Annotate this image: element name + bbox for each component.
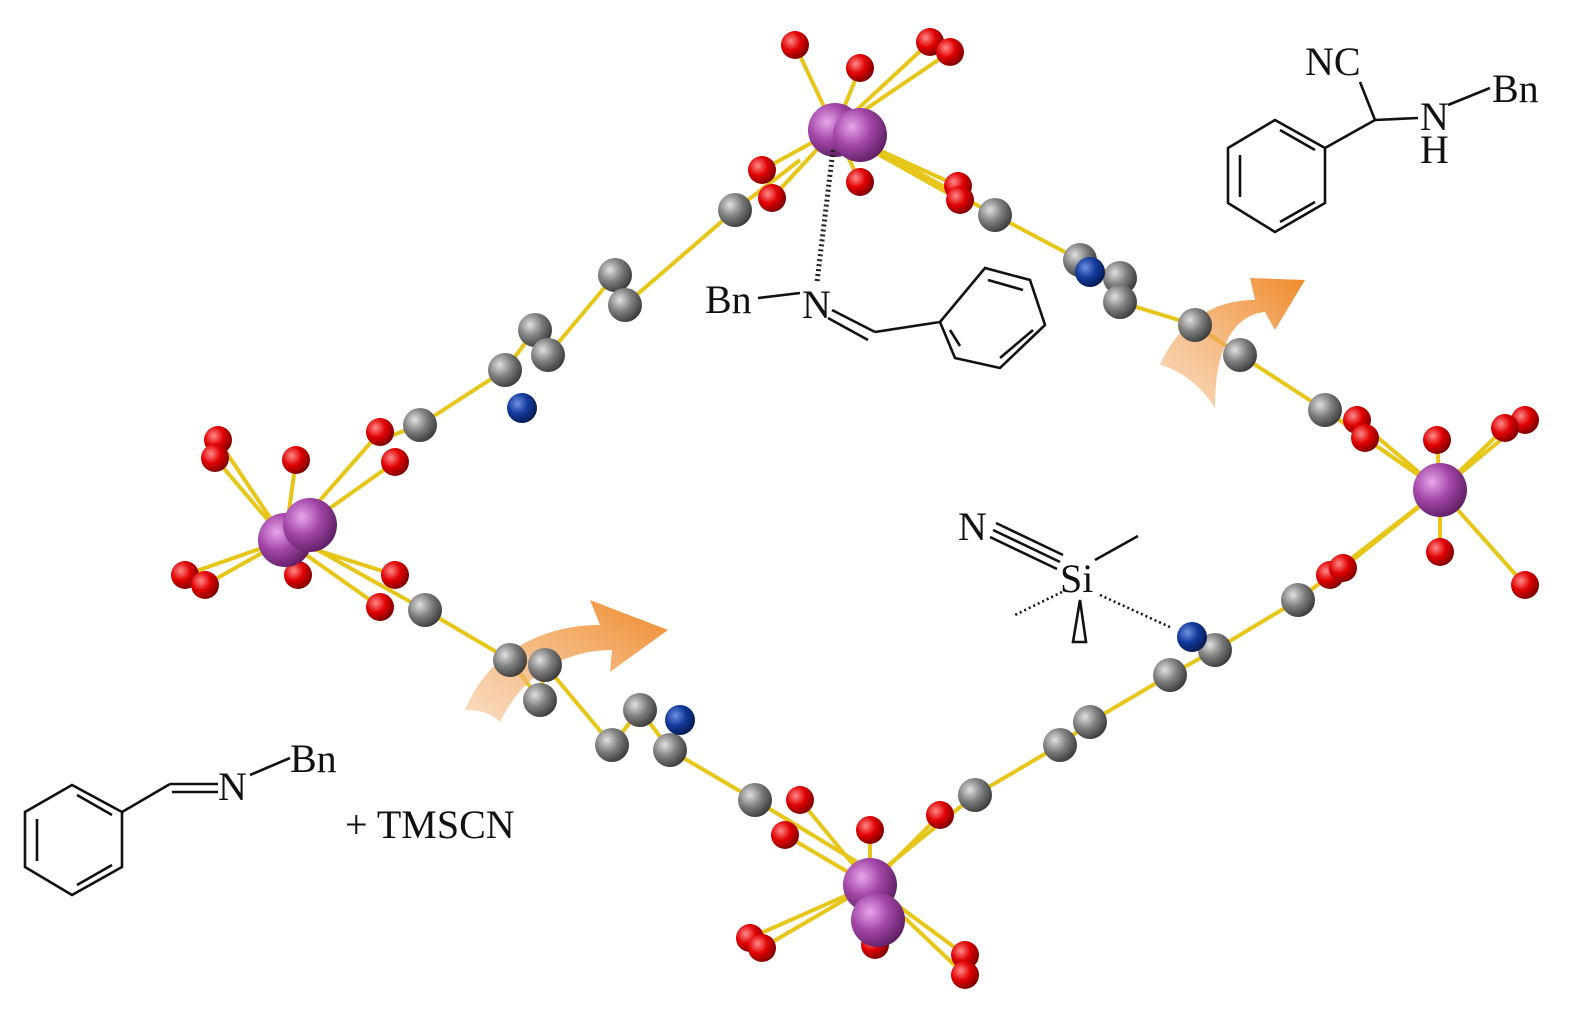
oxygen-atom — [1426, 538, 1454, 566]
oxygen-atom — [1329, 554, 1357, 582]
carbon-atom — [531, 338, 565, 372]
oxygen-atom — [846, 54, 874, 82]
carbon-atom — [488, 353, 522, 387]
tmscn-si-label: Si — [1060, 556, 1093, 601]
carbon-atom — [1103, 285, 1137, 319]
metal-atom — [283, 498, 337, 552]
product-n-label: N — [1420, 94, 1449, 139]
carbon-atom — [595, 728, 629, 762]
oxygen-atom — [381, 448, 409, 476]
reactant-n-label: N — [218, 764, 247, 809]
oxygen-atom — [1491, 414, 1519, 442]
carbon-atom — [718, 193, 752, 227]
oxygen-atom — [951, 941, 979, 969]
oxygen-atom — [936, 38, 964, 66]
rotation-arrows — [465, 278, 1305, 722]
product-nc-label: NC — [1305, 39, 1361, 84]
carbon-atom — [493, 643, 527, 677]
carbon-atom — [653, 733, 687, 767]
carbon-atom — [1153, 658, 1187, 692]
imine-n-label: N — [802, 282, 831, 327]
oxygen-atom — [381, 561, 409, 589]
carbon-atom — [958, 778, 992, 812]
framework-atoms — [171, 28, 1539, 989]
framework-bond — [546, 273, 617, 357]
metal-atom — [833, 108, 887, 162]
product-h-label: H — [1420, 127, 1449, 172]
oxygen-atom — [748, 156, 776, 184]
carbon-atom — [623, 693, 657, 727]
product-bn-label: Bn — [1492, 66, 1539, 111]
oxygen-atom — [191, 571, 219, 599]
tmscn-n-label: N — [958, 504, 987, 549]
nitrogen-atom — [1075, 257, 1105, 287]
carbon-atom — [1223, 338, 1257, 372]
oxygen-atom — [781, 31, 809, 59]
metal-atom — [1413, 463, 1467, 517]
product-structure — [1226, 81, 1491, 234]
oxygen-atom — [771, 821, 799, 849]
framework-bond — [623, 208, 737, 307]
oxygen-atom — [366, 418, 394, 446]
rotation-arrow-icon — [465, 600, 668, 722]
carbon-atom — [528, 648, 562, 682]
framework-bond — [753, 798, 872, 872]
reactant-bn-label: Bn — [290, 736, 337, 781]
oxygen-atom — [748, 934, 776, 962]
carbon-atom — [598, 258, 632, 292]
oxygen-atom — [926, 801, 954, 829]
nitrogen-atom — [1177, 622, 1207, 652]
carbon-atom — [523, 683, 557, 717]
nitrogen-atom — [507, 393, 537, 423]
oxygen-atom — [282, 446, 310, 474]
oxygen-atom — [201, 444, 229, 472]
metal-atom — [851, 893, 905, 947]
oxygen-atom — [284, 561, 312, 589]
reactant-tmscn-label: + TMSCN — [345, 802, 515, 847]
oxygen-atom — [946, 186, 974, 214]
carbon-atom — [738, 783, 772, 817]
oxygen-atom — [951, 961, 979, 989]
oxygen-atom — [786, 786, 814, 814]
framework-bond — [543, 663, 614, 747]
carbon-atom — [408, 593, 442, 627]
framework-bond — [299, 538, 426, 612]
carbon-atom — [1073, 705, 1107, 739]
carbon-atom — [1308, 393, 1342, 427]
oxygen-atom — [1423, 426, 1451, 454]
oxygen-atom — [758, 184, 786, 212]
carbon-atom — [1178, 308, 1212, 342]
carbon-atom — [403, 408, 437, 442]
carbon-atom — [1103, 261, 1137, 295]
oxygen-atom — [1351, 424, 1379, 452]
carbon-atom — [978, 198, 1012, 232]
oxygen-atom — [856, 816, 884, 844]
nitrogen-atom — [665, 705, 695, 735]
oxygen-atom — [366, 593, 394, 621]
carbon-atom — [1043, 728, 1077, 762]
imine-bn-label: Bn — [705, 277, 752, 322]
coordination-dashed-bond — [814, 149, 836, 283]
oxygen-atom — [1511, 571, 1539, 599]
carbon-atom — [1198, 633, 1232, 667]
oxygen-atom — [846, 168, 874, 196]
bound-imine-structure — [757, 266, 1047, 370]
reactant-imine-structure — [23, 756, 291, 897]
rotation-arrow-icon — [1160, 278, 1305, 408]
tmscn-structure — [989, 521, 1173, 644]
carbon-atom — [1281, 583, 1315, 617]
carbon-atom — [608, 288, 642, 322]
carbon-atom — [518, 313, 552, 347]
